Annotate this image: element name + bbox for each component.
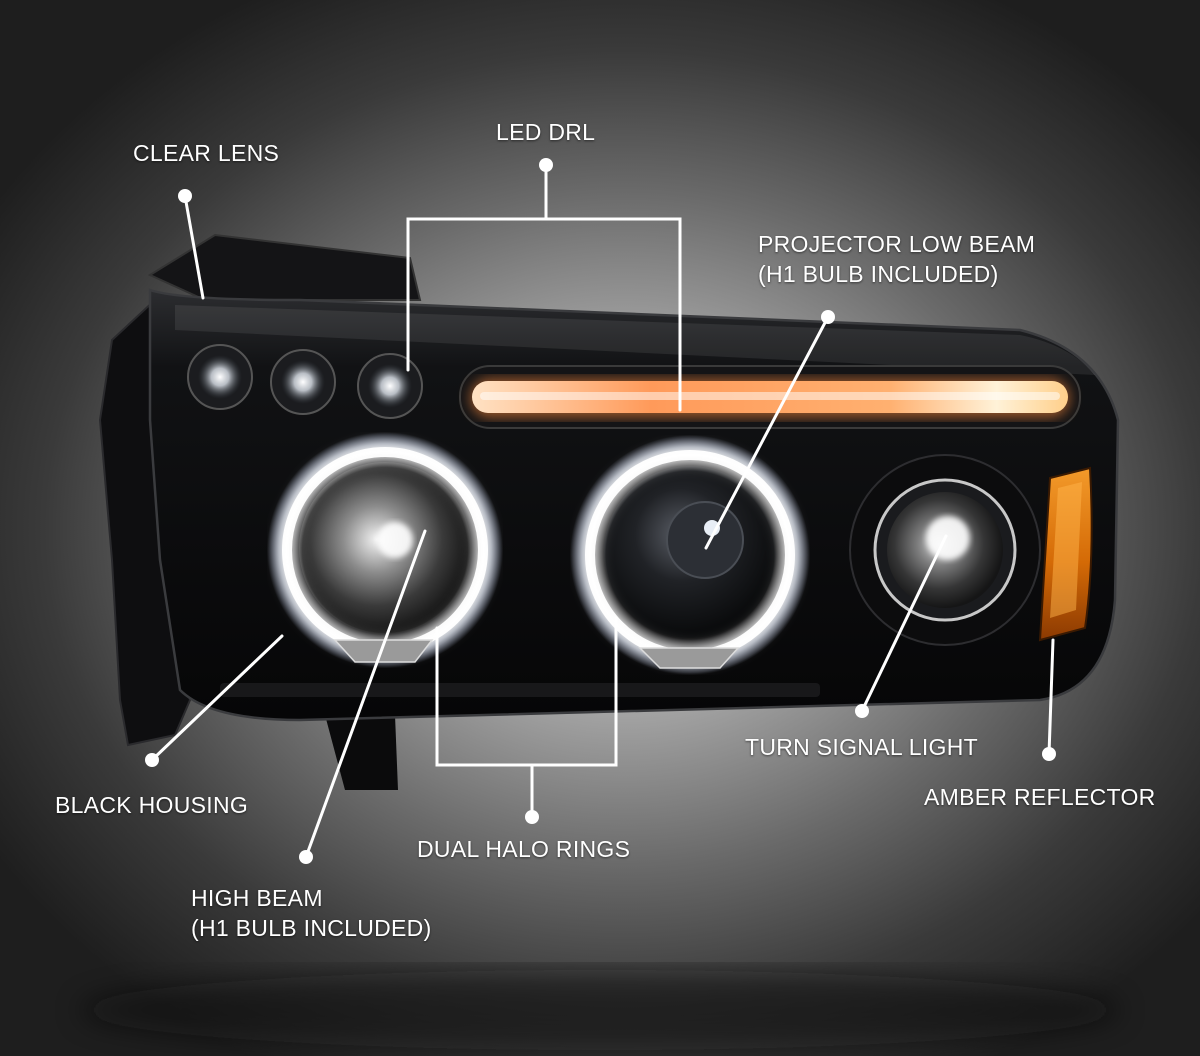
high-beam-label-line1: HIGH BEAM	[191, 885, 323, 911]
led-drl-label: LED DRL	[496, 119, 596, 145]
drl-led-pods	[187, 344, 423, 419]
bottom-tab	[325, 715, 398, 790]
black-housing-label: BLACK HOUSING	[55, 792, 249, 818]
high-beam-dot	[299, 850, 313, 864]
clear-lens-label: CLEAR LENS	[133, 140, 280, 166]
projector-low-beam-dot	[821, 310, 835, 324]
clear-lens-sheen	[175, 305, 1095, 375]
projector-low-beam-label-line2: (H1 BULB INCLUDED)	[758, 261, 999, 287]
high-beam-label: HIGH BEAM (H1 BULB INCLUDED)	[191, 883, 432, 943]
led-drl-dot	[539, 158, 553, 172]
amber-reflector-label: AMBER REFLECTOR	[924, 784, 1156, 810]
amber-reflector-assembly	[1038, 466, 1093, 642]
turn-signal-dot	[855, 704, 869, 718]
turn-signal-assembly	[849, 454, 1041, 646]
high-beam-label-line2: (H1 BULB INCLUDED)	[191, 915, 432, 941]
turn-signal-light-label: TURN SIGNAL LIGHT	[745, 734, 978, 760]
clear-lens-dot	[178, 189, 192, 203]
high-beam-assembly	[267, 432, 503, 668]
dual-halo-rings-dot	[525, 810, 539, 824]
projector-low-beam-label: PROJECTOR LOW BEAM (H1 BULB INCLUDED)	[758, 229, 1035, 289]
dual-halo-rings-label: DUAL HALO RINGS	[417, 836, 631, 862]
projector-low-beam-label-line1: PROJECTOR LOW BEAM	[758, 231, 1036, 257]
projector-low-beam-assembly	[570, 435, 810, 675]
led-drl-bar	[459, 365, 1081, 429]
amber-reflector-dot	[1042, 747, 1056, 761]
callout-lines	[150, 163, 1055, 859]
black-housing-dot	[145, 753, 159, 767]
top-bracket	[147, 233, 422, 301]
callout-dots	[145, 158, 1056, 864]
floor-shadow	[80, 970, 1120, 1050]
lens-bottom-edge	[220, 683, 820, 697]
